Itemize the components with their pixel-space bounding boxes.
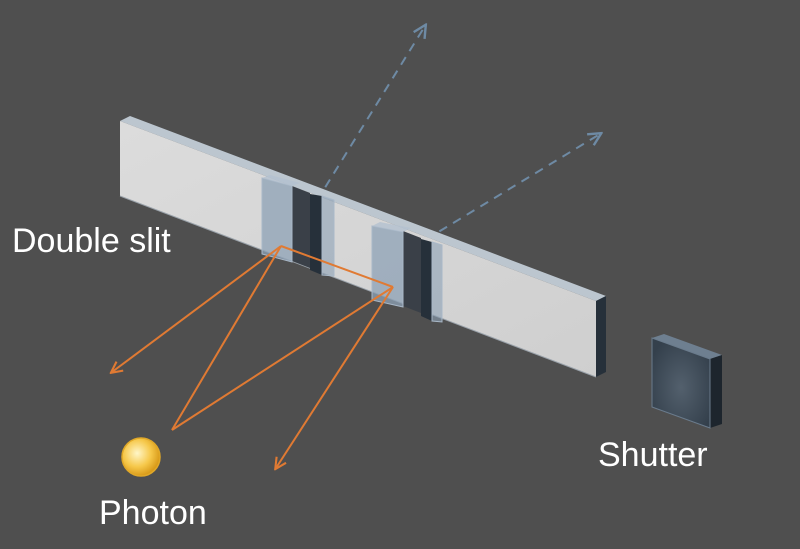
shutter-front-face	[651, 337, 711, 429]
ray-right-slit-reflect	[276, 286, 394, 468]
ray-left-slit-to-right	[280, 245, 394, 288]
slit-right-glass-front	[431, 241, 443, 323]
slit-left-glass-top	[262, 175, 300, 186]
slit-right-post	[421, 239, 432, 321]
shutter-label: Shutter	[598, 436, 708, 474]
barrier-end-face	[596, 296, 606, 377]
barrier-bottom-edge	[119, 195, 597, 378]
ray-left-slit-reflect	[112, 245, 282, 372]
orange-rays	[112, 245, 394, 468]
double-slit-barrier	[119, 116, 606, 378]
double-slit-label: Double slit	[12, 222, 171, 260]
photon	[121, 437, 161, 477]
photon-ball	[121, 437, 161, 477]
slit-left-gap	[292, 186, 310, 268]
ray-photon-to-right-slit	[171, 286, 394, 431]
shutter	[651, 334, 722, 429]
photon-label: Photon	[99, 494, 207, 532]
ray-photon-to-left-slit	[171, 245, 282, 431]
dashed-ray-lower	[411, 134, 600, 249]
shutter-top-face	[652, 334, 722, 359]
slit-right-glass-back	[371, 225, 404, 308]
slit-right	[371, 222, 443, 323]
barrier-top-face	[120, 116, 606, 301]
slit-right-glass-top	[372, 222, 411, 232]
barrier-front-face	[120, 121, 596, 377]
slit-left-glass-front	[321, 195, 335, 277]
shutter-side-face	[710, 355, 722, 428]
slit-left	[261, 175, 335, 277]
slit-right-gap	[403, 231, 421, 313]
slit-left-post	[310, 194, 322, 275]
